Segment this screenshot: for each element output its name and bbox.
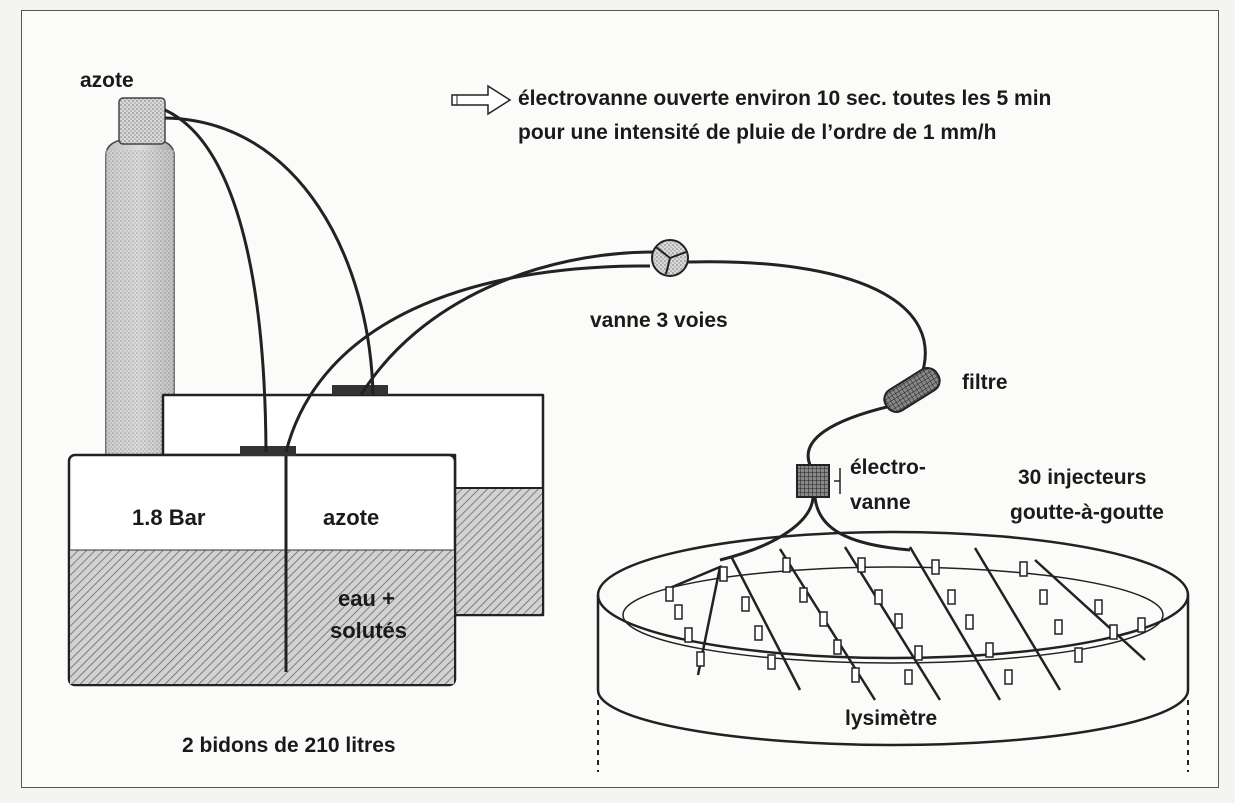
back-drum-lid [332, 385, 388, 395]
cylinder-label: azote [80, 69, 134, 92]
note-line-2: pour une intensité de pluie de l’ordre d… [518, 121, 997, 144]
arrow-right-icon [451, 84, 512, 116]
drum-gas-label: azote [323, 505, 380, 530]
three-way-valve-label: vanne 3 voies [590, 309, 728, 332]
lysimeter [596, 530, 1190, 772]
solenoid-label-line-2: vanne [850, 491, 911, 514]
front-drum-lid [240, 446, 296, 456]
filter-icon [883, 367, 941, 413]
lysimeter-label: lysimètre [845, 707, 938, 730]
three-way-valve-icon [651, 239, 689, 277]
drum-front [67, 452, 457, 687]
note-line-1: électrovanne ouverte environ 10 sec. tou… [518, 87, 1052, 110]
drip-injectors [665, 557, 1146, 685]
injectors-label-line-1: 30 injecteurs [1018, 466, 1147, 489]
pressure-label: 1.8 Bar [132, 505, 206, 530]
cylinder-valve-icon [118, 97, 166, 145]
drums-caption: 2 bidons de 210 litres [182, 734, 396, 757]
filter-label: filtre [962, 371, 1008, 394]
solenoid-valve-icon [796, 464, 841, 498]
tubing [164, 108, 927, 562]
solenoid-label-line-1: électro- [850, 456, 926, 479]
drum-liquid-label-line-2: solutés [330, 618, 408, 643]
drum-liquid-label-line-1: eau + [338, 586, 395, 611]
injectors-label-line-2: goutte-à-goutte [1010, 501, 1164, 524]
